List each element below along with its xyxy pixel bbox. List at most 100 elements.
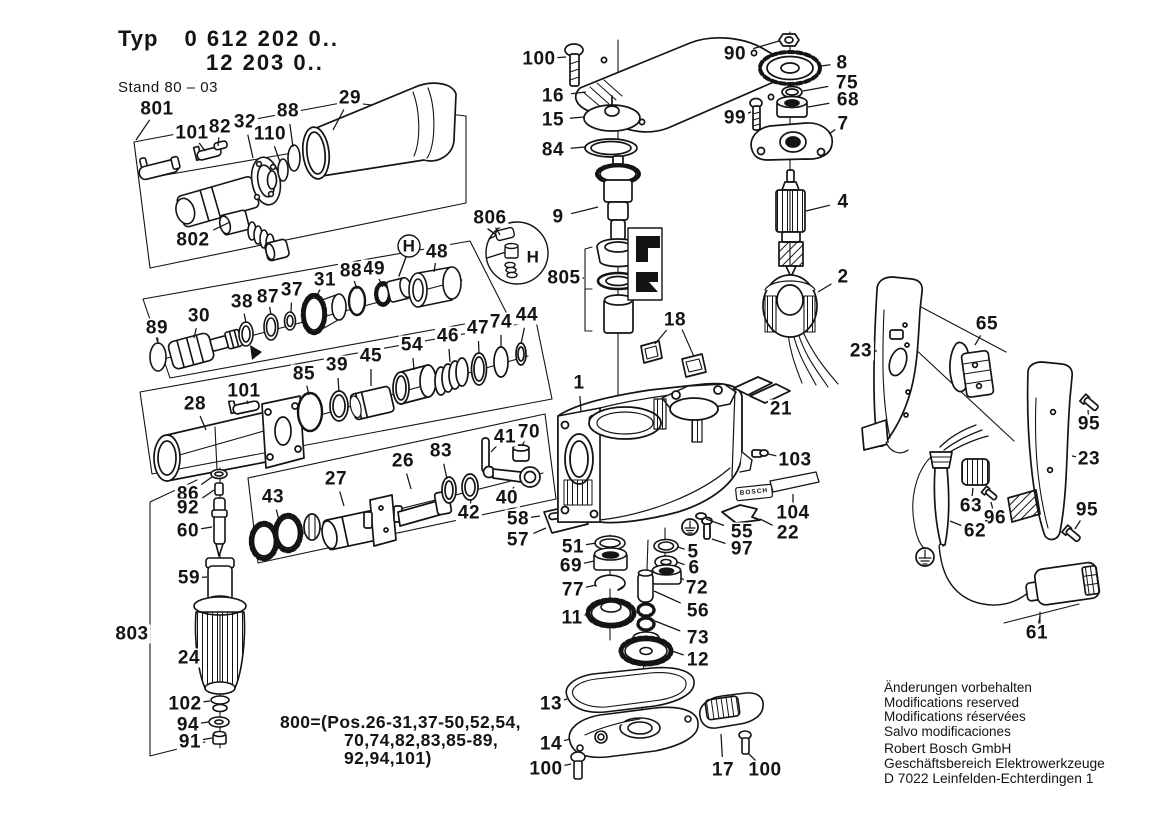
callout-47: 47: [464, 317, 492, 339]
callout-87: 87: [254, 286, 282, 308]
callout-55: 55: [728, 521, 756, 543]
callout-41: 41: [491, 426, 519, 448]
leader-47: [477, 340, 480, 355]
callout-92: 92: [174, 497, 202, 519]
callout-806: 806: [471, 207, 509, 229]
callout-54: 54: [398, 334, 426, 356]
callout-73: 73: [684, 627, 712, 649]
leader-32: [247, 134, 254, 159]
callout-2: 2: [835, 266, 851, 288]
group-nozzle-29: [301, 82, 457, 180]
callout-90: 90: [721, 43, 749, 65]
leader-65: [974, 334, 982, 346]
leader-82: [217, 137, 220, 147]
leader-29: [332, 109, 345, 131]
callout-21: 21: [767, 398, 795, 420]
callout-91: 91: [176, 731, 204, 753]
callout-100c: 100: [746, 759, 784, 781]
leader-18: [654, 329, 668, 345]
callout-104: 104: [774, 502, 812, 524]
callout-17: 17: [709, 759, 737, 781]
leader-101a: [198, 142, 206, 152]
leader-30: [193, 327, 197, 339]
callout-13: 13: [537, 693, 565, 715]
footer-company-line-3: D 7022 Leinfelden-Echterdingen 1: [884, 770, 1094, 786]
callout-83: 83: [427, 440, 455, 462]
leader-15: [569, 116, 585, 119]
callout-45: 45: [357, 345, 385, 367]
callout-28: 28: [181, 393, 209, 415]
group-inset-806: [485, 221, 549, 285]
leader-12: [671, 650, 684, 656]
group-detail-marker: [397, 234, 421, 277]
callout-58: 58: [504, 508, 532, 530]
group-hammer-parts-row1: [149, 266, 462, 372]
leader-49: [378, 278, 384, 288]
leader-68: [807, 102, 830, 108]
leader-17: [720, 733, 723, 758]
footer-notice-3: Modifications réservées: [884, 709, 1026, 725]
leader-88b: [353, 280, 358, 290]
callout-14: 14: [537, 733, 565, 755]
callout-23a: 23: [847, 340, 875, 362]
callout-24: 24: [175, 647, 203, 669]
leader-57: [533, 527, 547, 534]
callout-61: 61: [1023, 622, 1051, 644]
leader-28: [199, 415, 207, 431]
leader-75: [802, 85, 829, 92]
leader-806: [494, 226, 501, 236]
callout-60: 60: [174, 520, 202, 542]
note-800-line-3: 92,94,101): [344, 748, 432, 768]
note-800-line-2: 70,74,82,83,85-89,: [344, 730, 499, 750]
callout-29: 29: [336, 87, 364, 109]
callout-37: 37: [278, 279, 306, 301]
callout-8: 8: [834, 52, 850, 74]
callout-56: 56: [684, 600, 712, 622]
callout-70: 70: [515, 421, 543, 443]
callout-43: 43: [259, 486, 287, 508]
callout-101b: 101: [225, 380, 263, 402]
leader-77: [585, 584, 597, 588]
leader-58: [530, 515, 541, 519]
callout-31: 31: [311, 269, 339, 291]
callout-77: 77: [559, 579, 587, 601]
leader-43: [275, 509, 280, 521]
leader-88a: [289, 123, 294, 148]
callout-62: 62: [961, 520, 989, 542]
callout-32: 32: [231, 111, 259, 133]
leader-51: [585, 542, 597, 546]
callout-89: 89: [143, 317, 171, 339]
callout-88b: 88: [337, 260, 365, 282]
callout-803: 803: [113, 623, 151, 645]
callout-38: 38: [228, 291, 256, 313]
callout-5: 5: [685, 541, 701, 563]
callout-18: 18: [661, 309, 689, 331]
leader-86: [200, 476, 213, 486]
leader-55: [705, 518, 725, 527]
leader-46: [448, 348, 451, 363]
leader-4: [805, 204, 831, 212]
note-800-line-1: 800=(Pos.26-31,37-50,52,54,: [280, 712, 521, 732]
note-800: 800=(Pos.26-31,37-50,52,54,70,74,82,83,8…: [280, 713, 521, 767]
callout-4: 4: [835, 191, 851, 213]
callout-inset-marker-h: H: [526, 247, 540, 267]
callout-96: 96: [981, 507, 1009, 529]
leader-69: [583, 560, 595, 564]
group-bottom-covers: [565, 666, 764, 780]
leader-16: [571, 91, 587, 95]
callout-72: 72: [683, 577, 711, 599]
leader-83: [443, 463, 448, 480]
leader-48: [433, 262, 437, 273]
group-motor-stack: [749, 33, 833, 338]
callout-detail-marker-h: H: [402, 236, 416, 256]
callout-65: 65: [973, 313, 1001, 335]
callout-44: 44: [513, 304, 541, 326]
callout-74: 74: [487, 311, 515, 333]
callout-9: 9: [550, 206, 566, 228]
leader-802: [213, 221, 231, 231]
leader-96: [990, 501, 994, 510]
